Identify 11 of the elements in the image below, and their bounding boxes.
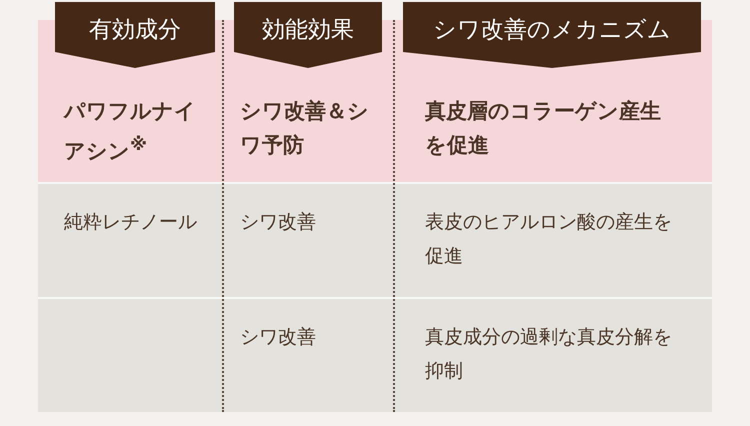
column-header: シワ改善のメカニズム bbox=[432, 16, 672, 45]
table-cell-text: シワ改善 bbox=[240, 325, 317, 350]
column-header: 有効成分 bbox=[88, 16, 182, 45]
header-row-text: 真皮層のコラーゲン産生を促進 bbox=[425, 98, 662, 159]
column-header: 効能効果 bbox=[261, 16, 355, 45]
table-cell-text: 純粋レチノール bbox=[64, 210, 198, 235]
header-row-text: パワフルナイアシン$^{※}$ bbox=[64, 98, 197, 165]
header-row-text: シワ改善＆シワ予防 bbox=[240, 98, 370, 159]
table-cell-text: シワ改善 bbox=[240, 210, 317, 235]
table-cell-text: 表皮のヒアルロン酸の産生を促進 bbox=[425, 210, 673, 269]
table-cell-text: 真皮成分の過剰な真皮分解を抑制 bbox=[425, 325, 673, 384]
